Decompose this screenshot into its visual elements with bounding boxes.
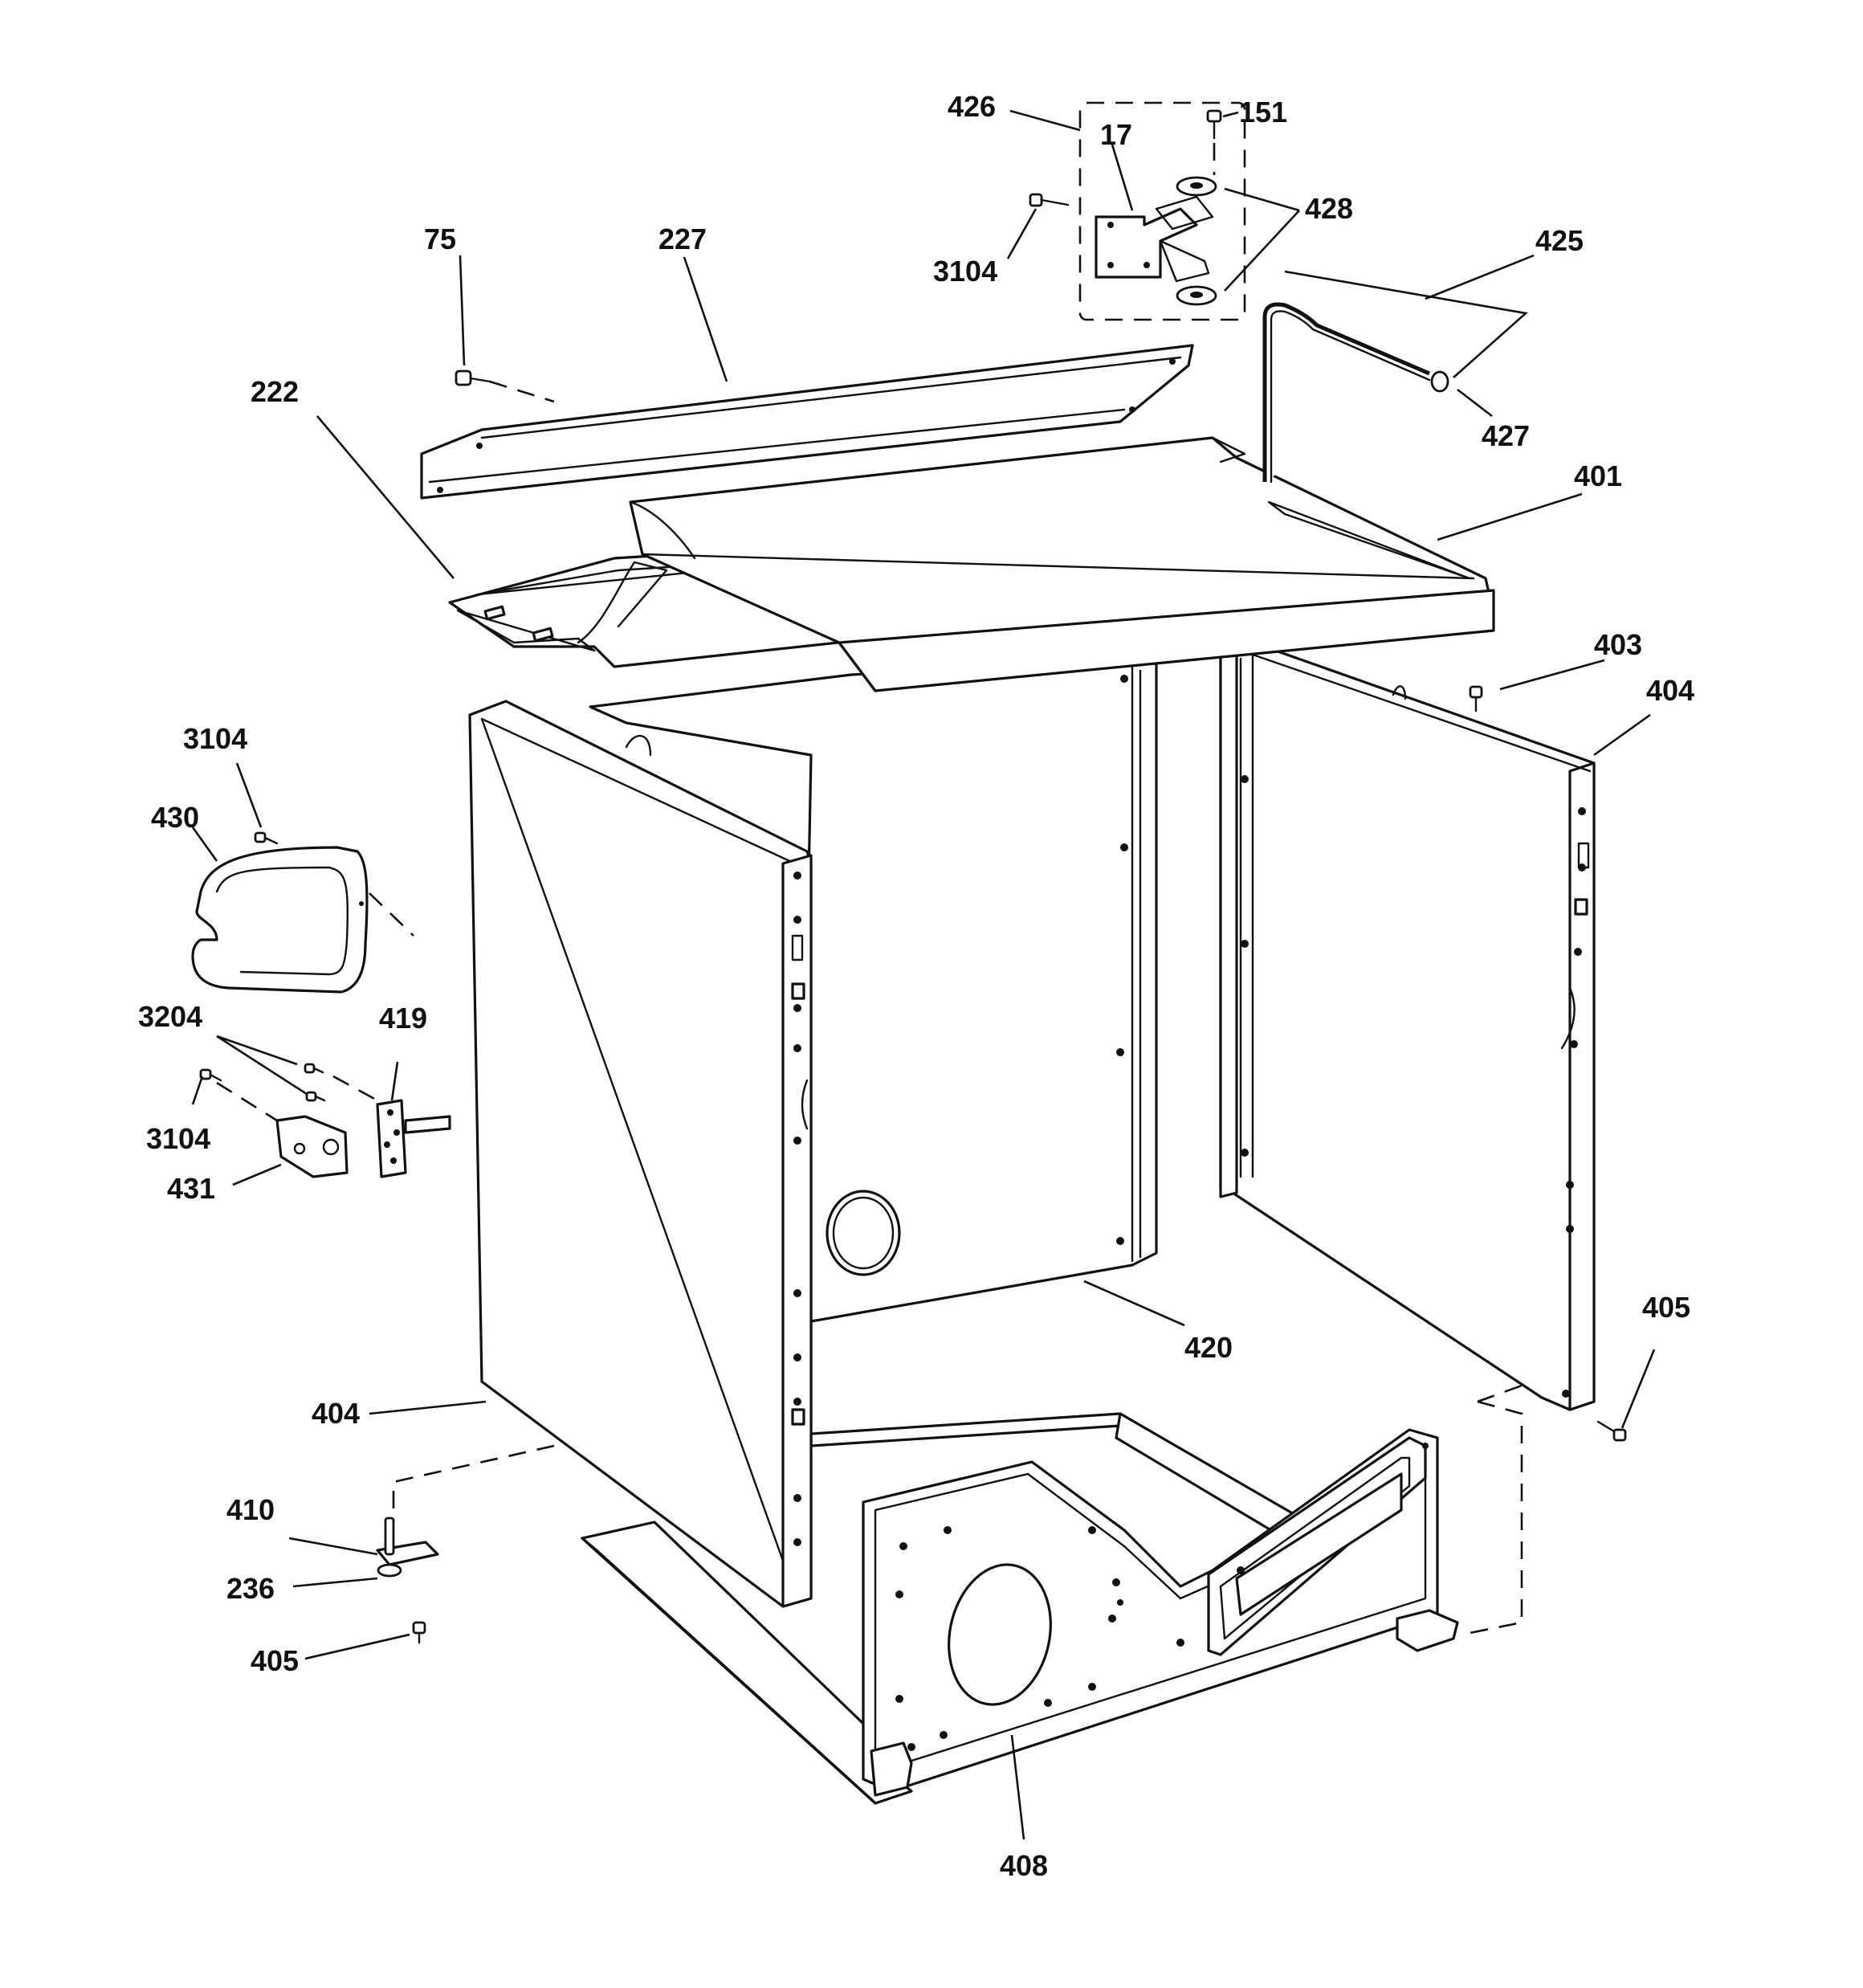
screws: [199, 369, 1627, 1644]
callout-3204: 3204: [138, 1000, 202, 1033]
assembly-dashed-lines: [216, 380, 1523, 1636]
callout-430: 430: [151, 801, 199, 834]
callout-405-right: 405: [1642, 1291, 1690, 1324]
base-frame: [581, 1412, 1459, 1805]
right-side-panel: [1219, 641, 1596, 1411]
callout-227: 227: [658, 222, 707, 255]
callout-426: 426: [948, 90, 996, 123]
callout-404-left: 404: [312, 1397, 360, 1430]
callout-405-left: 405: [251, 1644, 299, 1677]
top-cover: [629, 436, 1495, 692]
callout-401: 401: [1574, 459, 1622, 492]
switch-bezel: [191, 846, 369, 994]
callout-3104-left: 3104: [183, 722, 247, 755]
callout-425: 425: [1535, 224, 1584, 257]
callout-75: 75: [424, 222, 456, 255]
callout-17: 17: [1100, 118, 1132, 151]
callout-428: 428: [1305, 192, 1353, 225]
callout-labels: 426 151 17 428 3104 425 75 227 427 222 4…: [138, 90, 1694, 1882]
callout-408: 408: [1000, 1849, 1048, 1882]
leader-lines: [191, 109, 1656, 1840]
switch-bracket: [275, 1115, 349, 1178]
callout-236: 236: [226, 1572, 275, 1605]
callout-403: 403: [1594, 628, 1642, 661]
callout-3104-top: 3104: [933, 255, 997, 288]
left-side-panel: [468, 700, 813, 1608]
rear-panel: [589, 657, 1158, 1323]
hinge-bracket-group: [1029, 101, 1246, 321]
door-switch: [376, 1099, 451, 1178]
callout-410: 410: [226, 1493, 275, 1526]
callout-419: 419: [379, 1002, 427, 1035]
front-top-rail: [420, 344, 1194, 500]
callout-151: 151: [1239, 96, 1287, 129]
lint-tube-assembly: [1262, 302, 1449, 484]
callout-431: 431: [167, 1172, 215, 1205]
leveling-leg: [376, 1517, 439, 1578]
callout-420: 420: [1184, 1331, 1233, 1364]
callout-427: 427: [1482, 419, 1530, 452]
callout-222: 222: [251, 375, 299, 408]
callout-3104-lower: 3104: [146, 1122, 210, 1155]
callout-404-right: 404: [1646, 674, 1694, 707]
